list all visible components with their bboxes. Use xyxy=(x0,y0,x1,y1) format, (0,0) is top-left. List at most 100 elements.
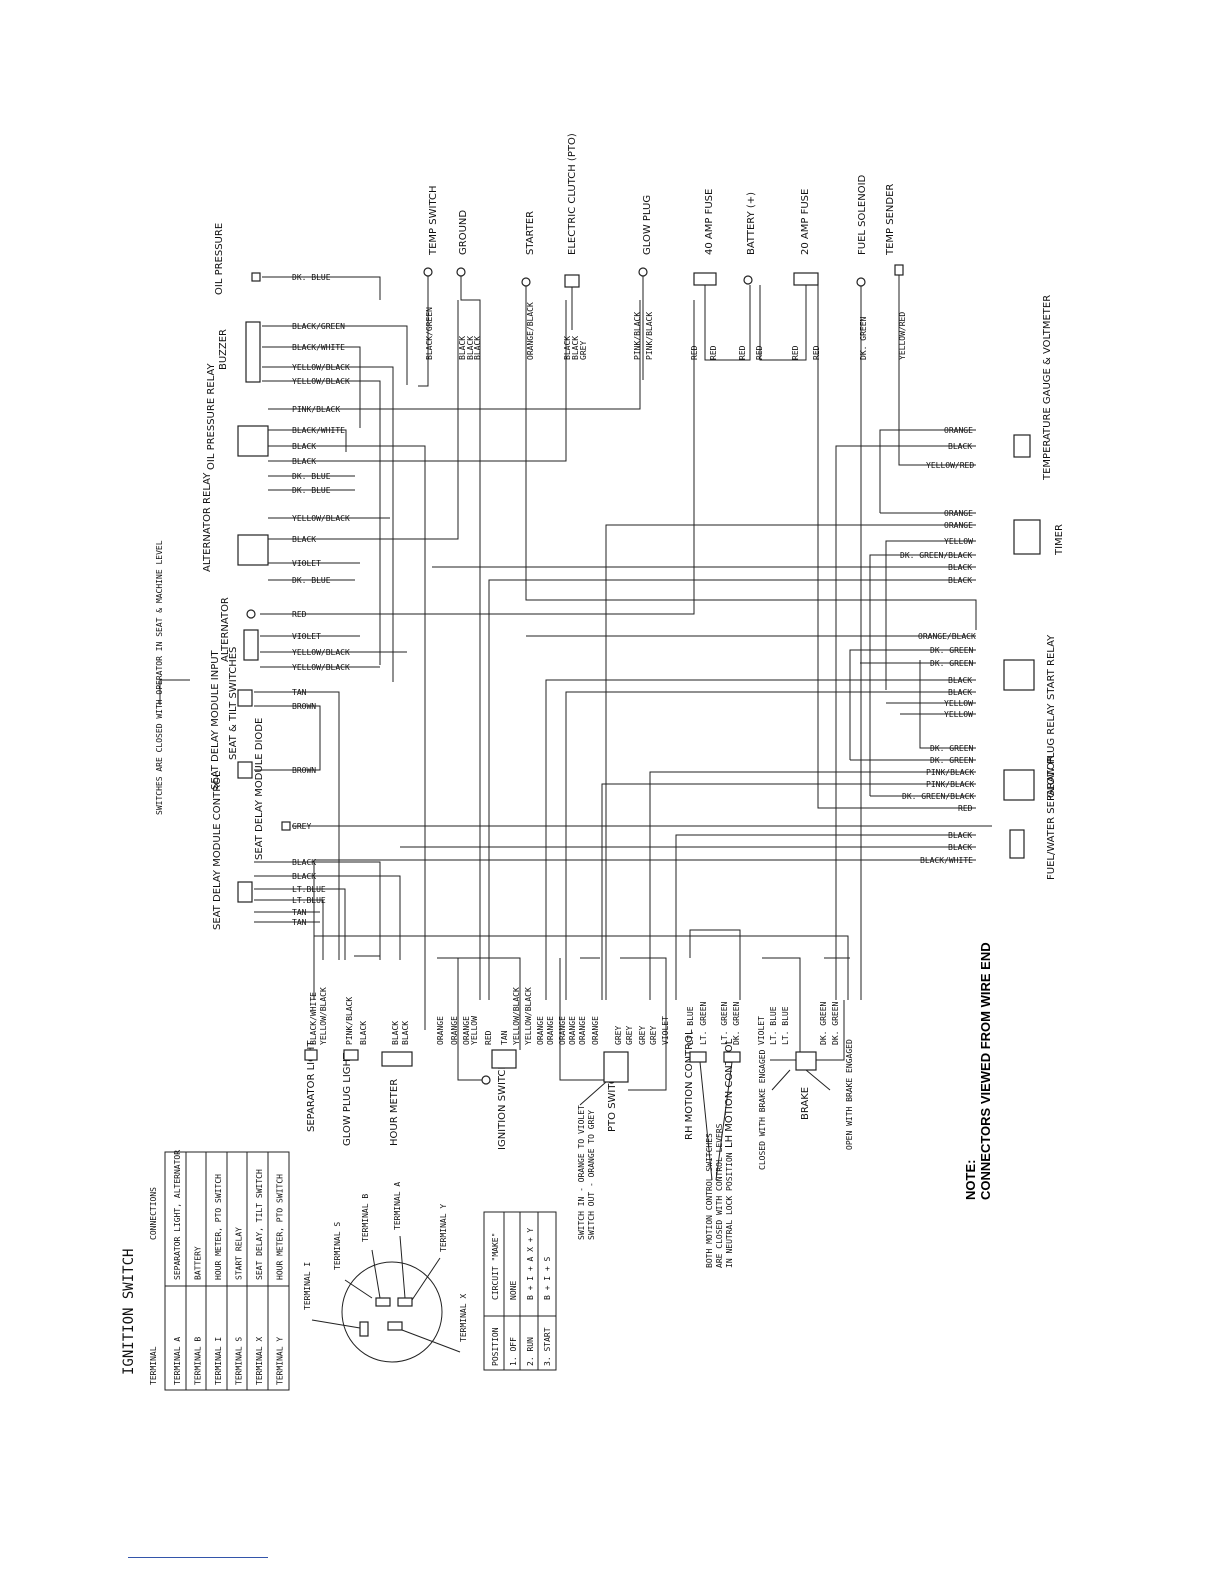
label-seat-delay-control: SEAT DELAY MODULE CONTROL xyxy=(212,771,223,930)
label-separator-light: SEPARATOR LIGHT xyxy=(306,1040,317,1132)
wire-label: GREY xyxy=(638,1026,647,1045)
wire-label: BLACK xyxy=(292,442,316,451)
circuit-row-make: NONE xyxy=(509,1281,518,1300)
wire-label: DK. GREEN xyxy=(819,1001,828,1045)
motion-note-3: IN NEUTRAL LOCK POSITION xyxy=(725,1152,734,1268)
wire-label: DK. GREEN/BLACK xyxy=(902,792,974,801)
wire-label: TAN xyxy=(292,688,307,697)
starter-terminal xyxy=(521,277,531,287)
ignition-switch-connector xyxy=(491,1049,517,1069)
seat-delay-control-connector xyxy=(237,881,253,903)
wire-label: RED xyxy=(690,345,699,360)
circuit-table: POSITION CIRCUIT "MAKE" xyxy=(483,1211,557,1371)
wire-label: DK. BLUE xyxy=(292,273,331,282)
wire-label: VIOLET xyxy=(757,1016,766,1045)
label-glow-plug: GLOW PLUG xyxy=(642,195,653,255)
wire-label: GREY xyxy=(614,1026,623,1045)
wire-label: TAN xyxy=(292,918,307,927)
wire-label: GREY xyxy=(649,1026,658,1045)
ignition-row-connections: BATTERY xyxy=(194,1246,203,1280)
ignition-table-title: IGNITION SWITCH xyxy=(121,1249,137,1375)
wire-label: BLACK xyxy=(391,1021,400,1045)
label-timer: TIMER xyxy=(1054,524,1065,556)
wire-label: BLACK xyxy=(948,688,972,697)
wire-label: BLACK xyxy=(948,831,972,840)
wire-label: RED xyxy=(958,804,973,813)
wire-label: GREY xyxy=(625,1026,634,1045)
wire-label: DK. BLUE xyxy=(292,576,331,585)
label-oil-pressure-relay: OIL PRESSURE RELAY xyxy=(206,363,217,470)
motion-note-2: ARE CLOSED WITH CONTROL LEVERS xyxy=(715,1123,724,1268)
wire-label: BLACK xyxy=(292,457,316,466)
wire-label: BLACK xyxy=(458,336,467,360)
ignition-row-connections: START RELAY xyxy=(235,1227,244,1280)
wire-label: BROWN xyxy=(292,766,316,775)
wire-label: VIOLET xyxy=(292,632,321,641)
wire-label: ORANGE xyxy=(546,1016,555,1045)
wire-label: YELLOW/BLACK xyxy=(524,987,533,1045)
fuel-water-connector xyxy=(1009,829,1025,859)
wire-label: BLACK/GREEN xyxy=(292,322,345,331)
wire-label: ORANGE/BLACK xyxy=(526,302,535,360)
label-seat-delay-diode: SEAT DELAY MODULE DIODE xyxy=(254,718,265,860)
pto-note-1: SWITCH IN - ORANGE TO VIOLET xyxy=(577,1105,586,1240)
wire-label: ORANGE xyxy=(568,1016,577,1045)
glow-plug-light-connector xyxy=(343,1049,359,1061)
battery-terminal xyxy=(743,275,753,285)
fuse-40-box xyxy=(693,272,717,286)
wire-label: TAN xyxy=(292,908,307,917)
wire-label: PINK/BLACK xyxy=(645,312,654,360)
circuit-row-make: B + I + S xyxy=(543,1256,552,1300)
fuel-solenoid-terminal xyxy=(856,277,866,287)
pto-note-2: SWITCH OUT - ORANGE TO GREY xyxy=(587,1110,596,1240)
wire-label: DK. GREEN xyxy=(732,1001,741,1045)
wire-label: BLACK xyxy=(473,336,482,360)
label-buzzer: BUZZER xyxy=(218,329,229,370)
ground-terminal xyxy=(456,267,466,277)
bottom-component-labels: SEPARATOR LIGHT GLOW PLUG LIGHT HOUR MET… xyxy=(306,1029,854,1268)
wire-label: BLACK xyxy=(948,676,972,685)
wire-label: PINK/BLACK xyxy=(633,312,642,360)
pto-switch-connector xyxy=(603,1051,629,1083)
wire-label: YELLOW/BLACK xyxy=(292,648,350,657)
wire-label: RED xyxy=(755,345,764,360)
circuit-row-position: 1. OFF xyxy=(509,1337,518,1366)
wire-label: DK. GREEN xyxy=(930,744,974,753)
circuit-header-position: POSITION xyxy=(491,1327,500,1366)
ignition-row-connections: SEAT DELAY, TILT SWITCH xyxy=(255,1169,264,1280)
wire-label: GREY xyxy=(579,341,588,360)
wire-label: YELLOW xyxy=(944,710,973,719)
oil-pressure-relay-box xyxy=(237,425,269,457)
wire-label: YELLOW xyxy=(944,537,973,546)
wire-label: BLACK xyxy=(948,563,972,572)
terminal-b: TERMINAL B xyxy=(361,1194,370,1242)
label-temp-switch: TEMP SWITCH xyxy=(428,186,439,256)
wire-label: BLACK xyxy=(292,535,316,544)
label-hour-meter: HOUR METER xyxy=(389,1079,400,1146)
motion-note-1: BOTH MOTION CONTROL SWITCHES xyxy=(705,1133,714,1268)
label-lh-motion: LH MOTION CONTROL xyxy=(724,1038,735,1148)
wire-label: ORANGE xyxy=(450,1016,459,1045)
wire-label: YELLOW/BLACK xyxy=(292,663,350,672)
alternator-connector xyxy=(243,629,259,661)
ignition-row-terminal: TERMINAL Y xyxy=(276,1337,285,1385)
wire-label: YELLOW/BLACK xyxy=(319,987,328,1045)
terminal-x: TERMINAL X xyxy=(459,1294,468,1342)
wire-label: ORANGE xyxy=(944,509,973,518)
wire-label: YELLOW/BLACK xyxy=(292,377,350,386)
ignition-row-terminal: TERMINAL I xyxy=(214,1337,223,1385)
wire-label: LT. BLUE xyxy=(686,1006,695,1045)
seat-delay-input-connector xyxy=(237,761,253,779)
terminal-a: TERMINAL A xyxy=(393,1182,402,1230)
label-ignition-switch: IGNITION SWITCH xyxy=(497,1062,508,1150)
circuit-row-make: B + I + A X + Y xyxy=(526,1228,535,1300)
label-glow-plug-relay: GLOW PLUG RELAY xyxy=(1046,703,1057,798)
wire-label: DK. GREEN/BLACK xyxy=(900,551,972,560)
wire-label: DK. GREEN xyxy=(859,316,868,360)
wire-label: BLACK/WHITE xyxy=(292,343,345,352)
wire-label: BLACK xyxy=(571,336,580,360)
ignition-terminal-drawing: TERMINAL S TERMINAL B TERMINAL A TERMINA… xyxy=(303,1182,468,1363)
ignition-row-terminal: TERMINAL B xyxy=(194,1337,203,1385)
footer-rule xyxy=(128,1557,268,1558)
